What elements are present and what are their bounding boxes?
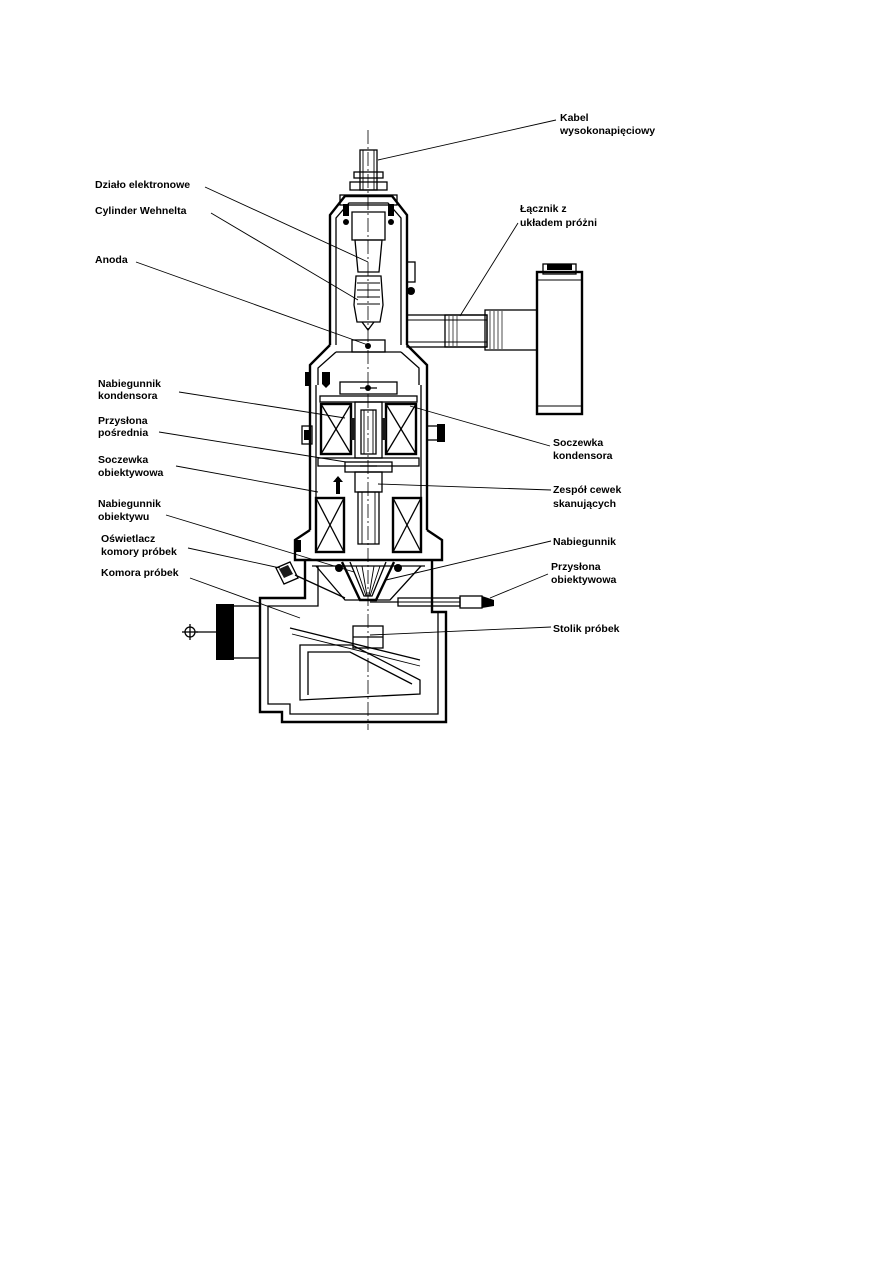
- leader-przyslona-posr: [158, 431, 347, 463]
- label-nab-obj-2: obiektywu: [98, 511, 149, 523]
- label-nab-obj-1: Nabiegunnik: [98, 498, 161, 510]
- label-cylinder: Cylinder Wehnelta: [95, 205, 187, 217]
- leader-przyslona-obj: [489, 573, 549, 599]
- leader-lacznik: [459, 222, 519, 317]
- objective-aperture-drawing: [370, 595, 494, 609]
- label-nab-kond-2: kondensora: [98, 390, 158, 402]
- leader-anoda: [135, 261, 369, 346]
- label-kabel-1: Kabel: [560, 112, 589, 124]
- leader-dzialo: [204, 186, 369, 263]
- label-stolik: Stolik próbek: [553, 623, 620, 635]
- leader-kabel: [377, 119, 557, 161]
- high-voltage-cable-drawing: [349, 149, 388, 191]
- leader-nab-kond: [178, 391, 346, 419]
- specimen-illuminator-drawing: [275, 561, 346, 599]
- leader-cylinder: [210, 212, 359, 301]
- label-zespol-2: skanujących: [553, 498, 616, 510]
- label-socz-obj-2: obiektywowa: [98, 467, 164, 479]
- objective-lens-drawing: [293, 471, 444, 602]
- label-lacznik-1: Łącznik z: [520, 203, 567, 215]
- label-socz-kond-1: Soczewka: [553, 437, 603, 449]
- leader-socz-obj: [175, 465, 319, 493]
- label-oswietlacz-2: komory próbek: [101, 546, 177, 558]
- leader-zespol: [377, 483, 552, 491]
- label-socz-kond-2: kondensora: [553, 450, 613, 462]
- label-nabiegunnik: Nabiegunnik: [553, 536, 616, 548]
- label-dzialo: Działo elektronowe: [95, 179, 190, 191]
- leader-lines: [135, 119, 557, 636]
- label-oswietlacz-1: Oświetlacz: [101, 533, 155, 545]
- specimen-chamber-drawing: [182, 560, 448, 724]
- label-przyslona-obj-1: Przysłona: [551, 561, 601, 573]
- leader-komora: [189, 577, 301, 619]
- label-przyslona-posr-2: pośrednia: [98, 427, 148, 439]
- label-lacznik-2: układem próżni: [520, 217, 597, 229]
- vacuum-connector-drawing: [406, 263, 584, 416]
- label-przyslona-obj-2: obiektywowa: [551, 574, 617, 586]
- electron-gun-housing: [308, 194, 429, 385]
- leader-socz-kond: [409, 405, 551, 447]
- label-kabel-2: wysokonapięciowy: [559, 125, 655, 137]
- leader-nabiegunnik: [385, 540, 552, 581]
- condenser-lens-drawing: [301, 372, 445, 530]
- label-zespol-1: Zespół cewek: [553, 484, 621, 496]
- label-przyslona-posr-1: Przysłona: [98, 415, 148, 427]
- labels: Kabel wysokonapięciowy Działo elektronow…: [95, 112, 655, 635]
- leader-stolik: [369, 626, 552, 636]
- leader-nab-obj: [165, 514, 355, 573]
- label-socz-obj-1: Soczewka: [98, 454, 148, 466]
- label-komora: Komora próbek: [101, 567, 179, 579]
- label-anoda: Anoda: [95, 254, 128, 266]
- label-nab-kond-1: Nabiegunnik: [98, 378, 161, 390]
- leader-oswietlacz: [187, 547, 281, 569]
